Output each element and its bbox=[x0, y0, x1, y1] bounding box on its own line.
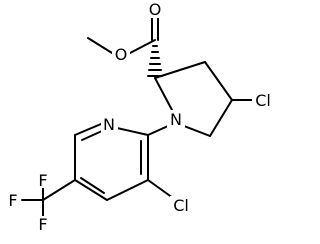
ester-oxygen-label: O bbox=[115, 45, 128, 64]
bond-c5-n1 bbox=[183, 125, 211, 137]
bond-c3-c4 bbox=[204, 61, 233, 101]
bond-c4-c5 bbox=[209, 99, 233, 137]
bond-py-double-2 bbox=[80, 177, 105, 194]
bond-py-c4-c5 bbox=[74, 179, 108, 201]
chemical-structure-diagram: O O N N Cl Cl F F F bbox=[6, 0, 274, 234]
stereo-hashed-wedge bbox=[147, 45, 163, 77]
bond-py-double-3 bbox=[81, 130, 103, 141]
bond-py-c6-n bbox=[74, 123, 102, 136]
bond-n1-c2 bbox=[154, 77, 173, 111]
ring-chlorine-label: Cl bbox=[255, 91, 271, 110]
bond-py-c3-c4 bbox=[106, 179, 149, 201]
bond-n1-pyridine bbox=[147, 125, 169, 136]
fluorine-top-label: F bbox=[38, 171, 47, 190]
fluorine-left-label: F bbox=[8, 191, 17, 210]
bond-py-cf3 bbox=[42, 179, 76, 201]
bond-py-c2-n bbox=[116, 127, 149, 136]
pyridine-nitrogen-label: N bbox=[103, 115, 115, 134]
carbonyl-oxygen-label: O bbox=[149, 0, 162, 19]
pyrrolidine-nitrogen-label: N bbox=[170, 110, 182, 129]
bond-c2-c3 bbox=[154, 61, 206, 79]
fluorine-bottom-label: F bbox=[38, 215, 47, 234]
bond-methyl-o bbox=[87, 37, 113, 54]
bond-py-cl bbox=[147, 179, 174, 199]
pyridine-chlorine-label: Cl bbox=[173, 196, 189, 215]
bonds bbox=[21, 17, 253, 217]
atom-labels: O O N N Cl Cl F F F bbox=[6, 0, 274, 234]
bond-o-carbonyl-c bbox=[129, 39, 156, 54]
